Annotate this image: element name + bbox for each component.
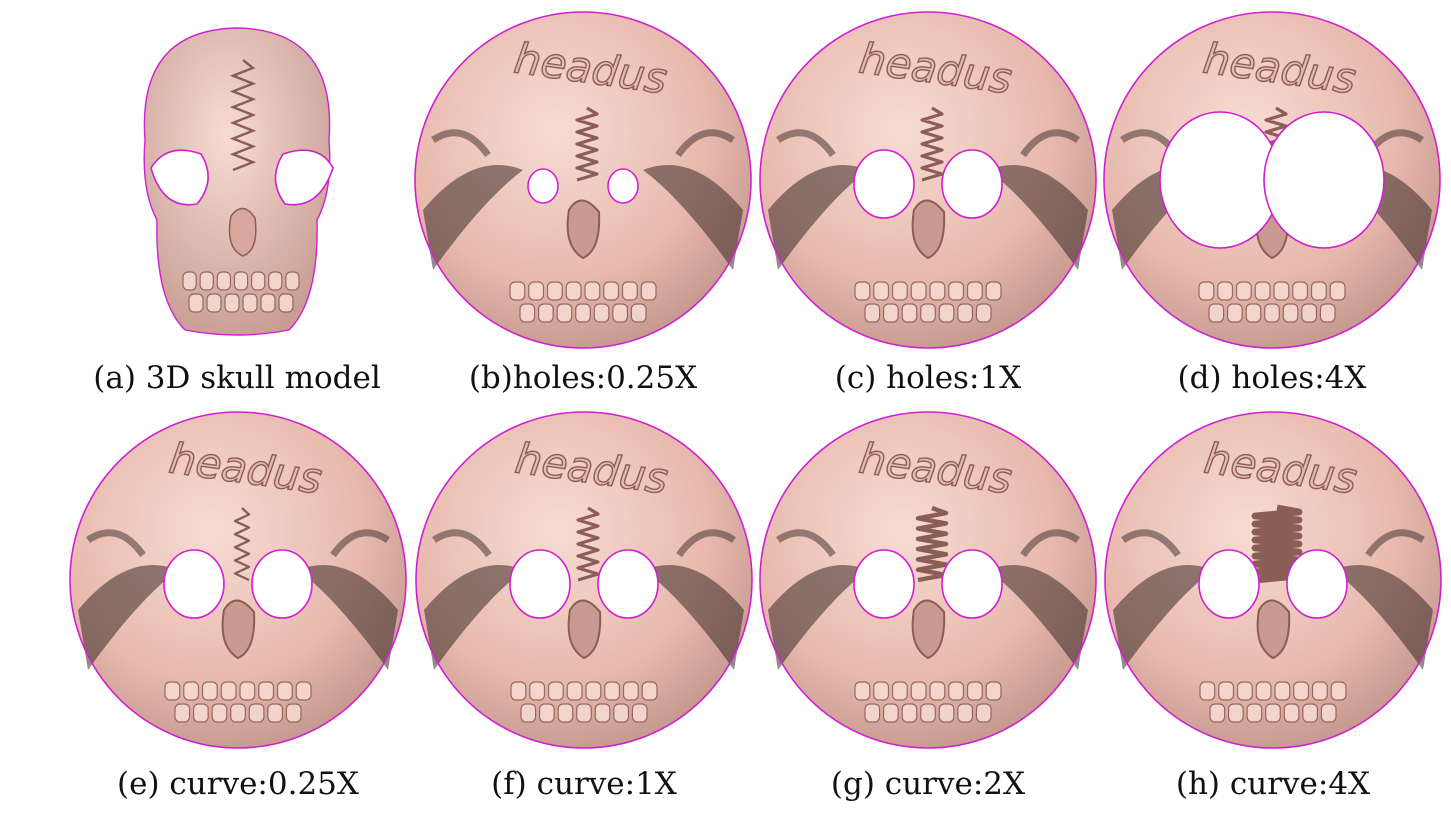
right-cheek-shadow <box>644 565 744 670</box>
nose-cavity <box>567 599 602 660</box>
crack-curve <box>915 505 949 583</box>
right-eye-hole <box>597 549 659 619</box>
crack-curve <box>575 106 599 182</box>
panel-caption-f: (f) curve:1X <box>491 766 677 802</box>
nose-cavity <box>1256 599 1291 660</box>
flattened-disk <box>70 412 406 748</box>
disk-parameterization: headus <box>415 411 753 749</box>
crack-curve <box>576 506 600 582</box>
nose-cavity <box>911 599 946 660</box>
disk-parameterization: headus <box>1104 411 1442 749</box>
right-eye-hole <box>274 149 334 206</box>
left-eye-hole <box>1198 549 1260 619</box>
crack-curve <box>229 59 257 172</box>
nose-cavity <box>566 199 601 260</box>
left-eye-hole <box>527 168 559 204</box>
flattened-disk <box>415 12 751 348</box>
panel-caption-h: (h) curve:4X <box>1175 766 1371 802</box>
flattened-disk <box>416 412 752 748</box>
right-eye-hole <box>607 168 639 204</box>
left-cheek-shadow <box>768 565 868 670</box>
right-cheek-shadow <box>988 565 1088 670</box>
nose-cavity <box>221 599 256 660</box>
skull-surface <box>143 27 331 336</box>
disk-parameterization: headus <box>69 411 407 749</box>
left-cheek-shadow <box>78 565 178 670</box>
nose-cavity <box>911 199 946 260</box>
left-eye-hole <box>853 149 915 219</box>
disk-boundary <box>759 411 1097 749</box>
panel-caption-b: (b)holes:0.25X <box>468 360 698 396</box>
disk-boundary <box>1103 11 1441 349</box>
left-cheek-shadow <box>423 165 523 270</box>
left-cheek-shadow <box>424 565 524 670</box>
disk-parameterization: headus <box>759 411 1097 749</box>
right-cheek-shadow <box>643 165 743 270</box>
panel-caption-d: (d) holes:4X <box>1177 360 1367 396</box>
right-eye-hole <box>941 149 1003 219</box>
disk-parameterization: headus <box>414 11 752 349</box>
panel-caption-a: (a) 3D skull model <box>93 360 381 396</box>
disk-parameterization: headus <box>759 11 1097 349</box>
nose <box>228 207 257 257</box>
right-eye-hole <box>1286 549 1348 619</box>
right-cheek-shadow <box>988 165 1088 270</box>
disk-boundary <box>414 11 752 349</box>
skull-model <box>143 27 334 336</box>
left-eye-hole <box>150 149 209 206</box>
left-eye-hole <box>163 549 225 619</box>
right-eye-hole <box>1263 111 1385 249</box>
disk-boundary <box>1104 411 1442 749</box>
panel-caption-e: (e) curve:0.25X <box>117 766 359 802</box>
right-cheek-shadow <box>1333 565 1433 670</box>
disk-boundary <box>415 411 753 749</box>
disk-boundary <box>759 11 1097 349</box>
flattened-disk <box>760 12 1096 348</box>
disk-parameterization: headus <box>1103 11 1441 349</box>
left-cheek-shadow <box>768 165 868 270</box>
panel-caption-c: (c) holes:1X <box>834 360 1022 396</box>
right-cheek-shadow <box>298 565 398 670</box>
right-eye-hole <box>251 549 313 619</box>
disk-boundary <box>69 411 407 749</box>
left-eye-hole <box>509 549 571 619</box>
crack-curve <box>233 507 251 582</box>
crack-curve <box>920 106 944 182</box>
panel-caption-g: (g) curve:2X <box>830 766 1026 802</box>
left-eye-hole <box>1159 111 1281 249</box>
left-eye-hole <box>853 549 915 619</box>
left-cheek-shadow <box>1113 565 1213 670</box>
right-eye-hole <box>941 549 1003 619</box>
